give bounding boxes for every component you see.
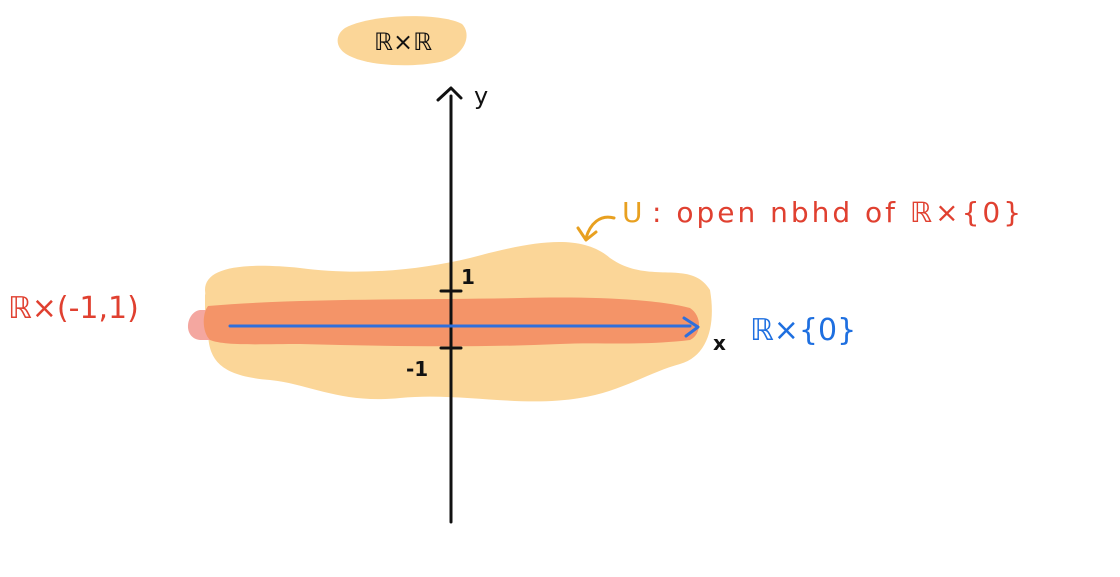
tick-label-lower: -1	[406, 357, 428, 381]
neighborhood-bump	[205, 275, 300, 310]
title-highlight	[337, 16, 467, 66]
nbhd-name: U	[622, 196, 643, 229]
y-axis-arrowhead	[436, 86, 463, 102]
y-axis-label: y	[474, 82, 488, 110]
line-label: ℝ×{0}	[750, 313, 856, 348]
x-axis-label: x	[713, 331, 726, 355]
strip-label: ℝ×(-1,1)	[8, 291, 139, 326]
nbhd-description: : open nbhd of ℝ×{0}	[652, 196, 1024, 229]
nbhd-pointer-arrow	[576, 215, 616, 242]
title-label: ℝ×ℝ	[374, 28, 432, 56]
tick-label-upper: 1	[461, 265, 475, 289]
x-axis-arrowhead	[682, 316, 700, 338]
